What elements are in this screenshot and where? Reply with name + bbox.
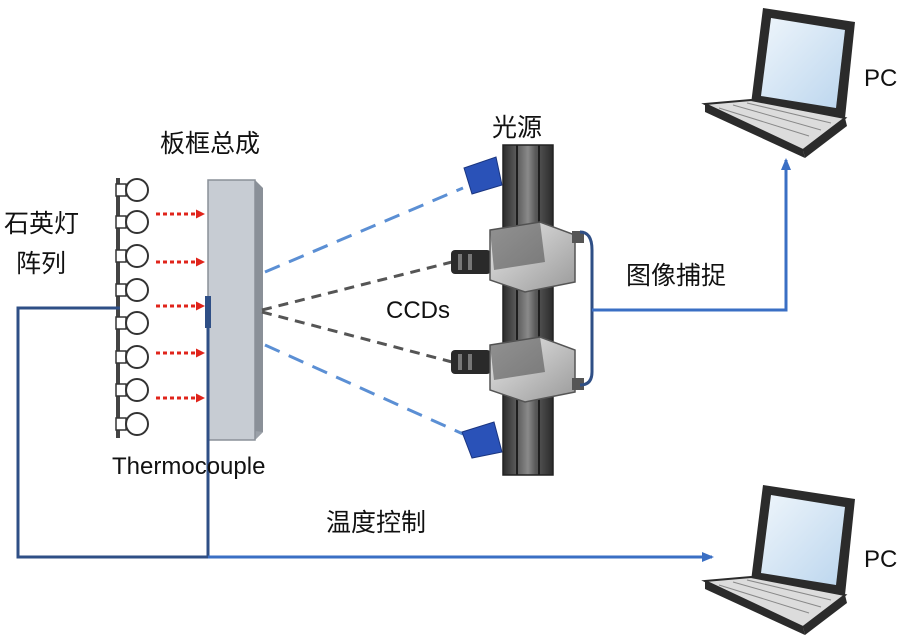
lamp-bulb-icon	[125, 278, 149, 302]
lamp-socket	[115, 417, 127, 431]
lamp-bulb-icon	[125, 412, 149, 436]
ccd-camera-top	[451, 221, 584, 293]
lamp-bulb-icon	[125, 178, 149, 202]
panel-assembly-label: 板框总成	[160, 129, 260, 158]
illumination-lines	[264, 186, 464, 436]
image-capture-label: 图像捕捉	[626, 261, 726, 290]
pc-top-label: PC	[864, 65, 897, 92]
lamp-socket	[115, 183, 127, 197]
laptop-screen-icon	[761, 18, 845, 108]
panel-side	[255, 180, 263, 440]
pc-bottom-laptop	[701, 485, 855, 635]
light-source-label: 光源	[492, 113, 542, 142]
lamp-socket	[115, 215, 127, 229]
thermocouple-label: Thermocouple	[112, 453, 265, 480]
light-source-top	[463, 156, 503, 195]
lamp-socket	[115, 249, 127, 263]
wiring	[16, 158, 791, 562]
light-dashed-top	[264, 186, 464, 274]
lamp-socket	[115, 283, 127, 297]
lamp-bulb-icon	[125, 345, 149, 369]
panel-assembly	[205, 179, 263, 441]
pc-top-laptop	[701, 8, 855, 158]
lamp-socket	[115, 383, 127, 397]
lamp-bulb-icon	[125, 378, 149, 402]
light-icon	[463, 156, 503, 195]
camera-rail	[502, 144, 554, 476]
lamp-bulbs	[115, 178, 149, 436]
panel-face	[207, 179, 256, 441]
lamp-socket	[115, 316, 127, 330]
temperature-control-label: 温度控制	[326, 508, 426, 537]
quartz-lamp-array	[115, 178, 149, 438]
rail-bar	[503, 145, 553, 475]
lamp-socket	[115, 350, 127, 364]
lamp-array-label-line2: 阵列	[16, 249, 66, 278]
lamp-bulb-icon	[125, 210, 149, 234]
camera-cable	[579, 230, 594, 387]
lamp-bulb-icon	[125, 311, 149, 335]
light-icon	[461, 421, 503, 459]
lamp-control-wire	[16, 306, 208, 559]
laptop-screen-icon	[761, 495, 845, 585]
ccds-label: CCDs	[386, 297, 450, 324]
light-source-bottom	[461, 421, 503, 459]
image-capture-arrow	[592, 158, 791, 312]
heat-arrows	[156, 209, 205, 403]
pc-bottom-label: PC	[864, 546, 897, 573]
lamp-array-label-line1: 石英灯	[4, 209, 79, 238]
light-dashed-bottom	[264, 343, 464, 436]
lamp-bulb-icon	[125, 244, 149, 268]
ccd-camera-bottom	[451, 336, 584, 403]
